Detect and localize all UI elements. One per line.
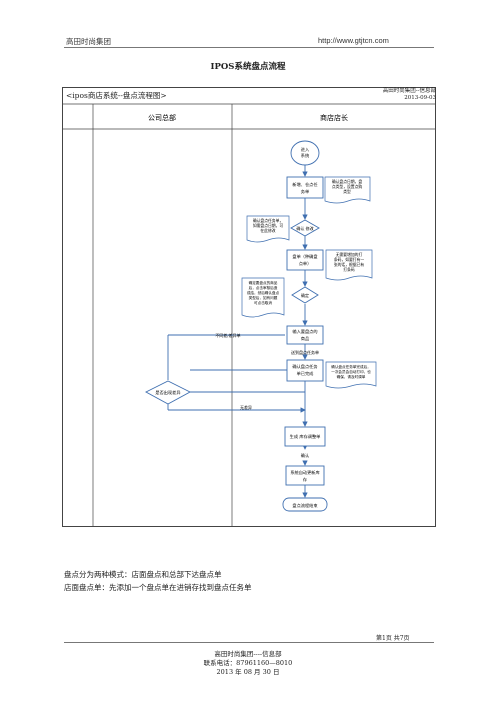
end-node <box>282 497 328 512</box>
start-node <box>290 140 320 166</box>
svg-text:确定: 确定 <box>301 292 309 298</box>
flowchart-title: <ipos商店系统--盘点流程图> <box>66 91 167 100</box>
label-no-difference: 无差异 <box>240 404 252 410</box>
decision-confirm <box>291 286 319 304</box>
process-input-goods <box>286 325 324 345</box>
column-header-store: 商店店长 <box>320 113 348 122</box>
header-company: 高田时尚集团 <box>66 37 111 46</box>
svg-text:是否出现差异: 是否出现差异 <box>155 389 180 396</box>
header-url[interactable]: http://www.gtjtcn.com <box>318 36 389 45</box>
body-line-2: 店面盘点单：先添加一个盘点单在进销存找到盘点任务单 <box>64 583 252 592</box>
svg-text:类型后，如有问题: 类型后，如有问题 <box>249 295 278 300</box>
footer-divider <box>64 642 434 643</box>
svg-text:确认盘点任务单，: 确认盘点任务单， <box>253 218 283 223</box>
svg-text:可点击取消: 可点击取消 <box>254 300 272 305</box>
header-divider <box>64 47 434 48</box>
decision-confirm-final: 确认 <box>301 452 310 459</box>
note-print <box>325 361 377 389</box>
svg-text:确保，请及时调单: 确保，请及时调单 <box>337 374 366 379</box>
page-number: 第1页 共7页 <box>376 635 410 642</box>
document-title: IPOS系统盘点流程 <box>210 62 286 72</box>
body-line-1: 盘点分为两种模式：店面盘点和总部下达盘点单 <box>64 570 222 579</box>
svg-text:务单: 务单 <box>301 188 309 195</box>
svg-text:确定要盘点的商品: 确定要盘点的商品 <box>249 280 278 285</box>
process-create-task <box>286 176 324 199</box>
label-send-task: 送到盘点任务单 <box>291 349 319 355</box>
process-auto-update <box>285 465 325 486</box>
start-node-line1: 进入 <box>301 146 310 153</box>
svg-text:单已完成: 单已完成 <box>297 370 314 377</box>
note-review <box>241 277 285 318</box>
column-header-hq: 公司总部 <box>148 113 176 122</box>
svg-text:输入要盘点的: 输入要盘点的 <box>292 328 317 335</box>
svg-text:后，点击审核后造: 后，点击审核后造 <box>249 285 278 290</box>
footer-phone: 联系电话：87961160—8010 <box>203 659 293 667</box>
svg-text:一次会员会自动打印，也: 一次会员会自动打印，也 <box>331 369 371 374</box>
svg-text:条码，如要打有一: 条码，如要打有一 <box>334 257 365 262</box>
flowchart-frame <box>62 87 436 527</box>
svg-text:确认盘点任务单完成后，: 确认盘点任务单完成后， <box>331 364 371 369</box>
svg-text:无需要增加的打: 无需要增加的打 <box>336 252 363 257</box>
flowchart-info-date: 2013-09-03 <box>404 95 436 101</box>
svg-text:在此修改: 在此修改 <box>260 228 275 233</box>
svg-text:点类型，设置点购: 点类型，设置点购 <box>332 184 363 189</box>
svg-text:生成 库存调整单: 生成 库存调整单 <box>290 433 321 440</box>
svg-text:存: 存 <box>303 476 307 482</box>
svg-text:成结，然后确认盘点: 成结，然后确认盘点 <box>247 290 280 295</box>
svg-text:商品: 商品 <box>301 335 309 342</box>
svg-text:张的话，根据已有: 张的话，根据已有 <box>334 262 365 267</box>
note-barcode <box>325 249 373 281</box>
svg-text:确认 修改: 确认 修改 <box>296 225 313 231</box>
footer-company: 高田时尚集团----信息部 <box>214 650 282 658</box>
process-adjust-sheet <box>284 426 326 447</box>
start-node-line2: 系统 <box>301 152 309 159</box>
svg-text:确认盘点任务: 确认盘点任务 <box>292 363 318 370</box>
svg-text:确认盘点日期，盘: 确认盘点日期，盘 <box>332 179 363 184</box>
flowchart-info: 高田时尚集团--信息部 2013-09-03 <box>340 88 436 102</box>
svg-text:盘单（种确盘: 盘单（种确盘 <box>292 253 317 260</box>
note-set-date <box>324 176 371 204</box>
svg-text:如需盘点日期，可: 如需盘点日期，可 <box>253 223 284 228</box>
svg-text:新增、仓点任: 新增、仓点任 <box>292 181 317 188</box>
label-no-exception: 不同差/差异单 <box>215 332 240 338</box>
decision-difference <box>145 380 191 405</box>
svg-text:类型: 类型 <box>343 189 351 194</box>
process-count-sheet <box>286 249 324 271</box>
note-confirm-task <box>246 215 290 243</box>
svg-text:点单）: 点单） <box>299 260 312 267</box>
svg-text:系统自动更新库: 系统自动更新库 <box>290 469 319 476</box>
process-task-complete <box>286 359 324 382</box>
flowchart-info-company: 高田时尚集团--信息部 <box>382 88 436 94</box>
svg-text:盘点流程结束: 盘点流程结束 <box>292 502 318 509</box>
footer-date: 2013 年 08 月 30 日 <box>216 668 280 676</box>
svg-text:打条码: 打条码 <box>343 267 355 272</box>
decision-confirm-modify <box>290 219 320 237</box>
